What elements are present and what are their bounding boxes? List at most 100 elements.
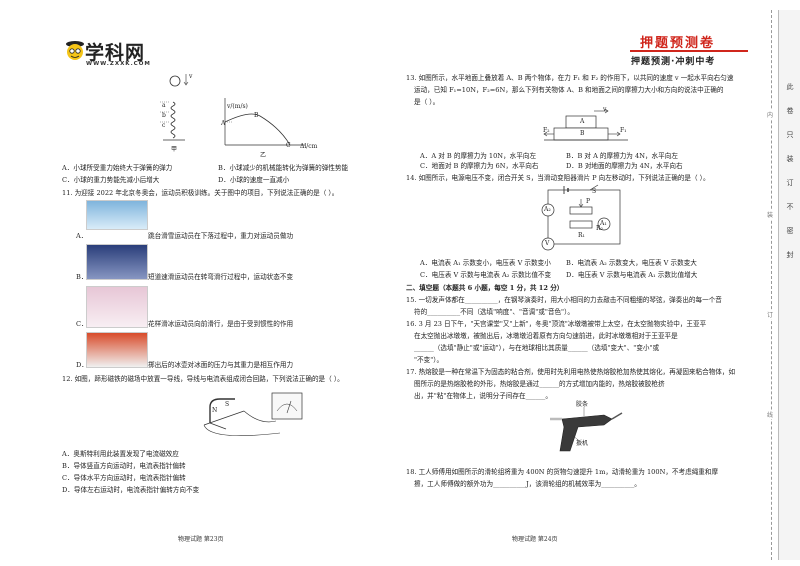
dash-char-nei: 内: [767, 110, 774, 119]
q15-line2: 符的__________不同（选填"响度"、"音调"或"音色"）。: [414, 308, 574, 316]
glue-gun-label-trigger: 扳机: [576, 440, 589, 447]
q10-option-d: D．小球的速度一直减小: [218, 176, 290, 184]
voltmeter-label: V: [545, 240, 550, 247]
magnet-north-label: N: [212, 407, 218, 414]
q14-option-c: C．电压表 V 示数与电流表 A₂ 示数比值不变: [420, 271, 552, 279]
seal-char-2: 卷: [786, 107, 794, 115]
q14-option-d: D．电压表 V 示数与电流表 A₁ 示数比值增大: [566, 271, 698, 279]
fig-label-a: a: [162, 102, 166, 109]
seal-char-3: 只: [786, 131, 794, 139]
seal-char-6: 不: [786, 203, 794, 211]
q16-line1: 16. 3 月 23 日下午，"天宫课堂"又"上新"，冬奥"顶流"冰墩墩被带上太…: [406, 320, 707, 328]
fig-label-C: C: [286, 142, 291, 149]
q11-option-b-letter: B．: [76, 273, 88, 281]
q13-v-label: v: [603, 106, 607, 113]
ammeter-a2-label: A₂: [544, 206, 551, 213]
q12-magnet-circuit-figure: [203, 392, 303, 436]
logo-text: 学科网: [85, 42, 146, 64]
q11-stem: 11. 为迎接 2022 年北京冬奥会，运动员积极训练。关于图中的项目，下列说法…: [62, 189, 339, 197]
q14-circuit-figure: [541, 184, 621, 251]
q11-option-b-text: 短道速滑运动员在转弯滑行过程中，运动状态不变: [148, 273, 294, 281]
fig-label-c: c: [162, 122, 166, 129]
q10-option-a: A．小球所受重力始终大于弹簧的弹力: [62, 164, 173, 172]
q16-line2: 在太空抛出冰墩墩，被抛出后，冰墩墩沿着原有方向匀速前进，此时冰墩墩相对于王亚平是: [414, 332, 678, 340]
q12-option-d: D．导体左右运动时，电流表指针偏转方向不变: [62, 486, 200, 494]
resistor-r2-label: R₂: [596, 225, 603, 232]
q13-f2-label: F₂: [543, 127, 550, 134]
q11-option-d-text: 掷出后的冰壶对冰面的压力与其重力是相互作用力: [148, 361, 294, 369]
q15-line1: 15. 一切发声体都在__________，在钢琴演奏时，用大小相同的力去敲击不…: [406, 296, 722, 304]
fig-label-jia: 甲: [171, 146, 178, 153]
stamp-subtitle: 押题预测·冲刺中考: [631, 57, 716, 67]
q10-option-c: C．小球的重力势能先减小后增大: [62, 176, 160, 184]
seal-char-4: 装: [786, 155, 794, 163]
q17-line3: 出，并"粘"在物体上，说明分子间存在______。: [414, 392, 552, 400]
q13-blocks-figure: [543, 108, 628, 141]
q17-line2: 图所示的是热熔胶枪的外形，热熔胶是通过______的方式增加内能的，热熔胶被胶枪…: [414, 380, 665, 388]
q12-option-b: B．导体竖直方向运动时，电流表指针偏转: [62, 462, 186, 470]
q13-option-d: D．B 对地面的摩擦力为 4N，水平向右: [566, 162, 683, 170]
seal-char-8: 封: [786, 251, 794, 259]
seal-sidebar: 此 卷 只 装 订 不 密 封: [778, 10, 800, 560]
q17-line1: 17. 热熔胶是一种在常温下为固态的粘合剂，使用时先利用电热使热熔胶枪加热使其熔…: [406, 368, 736, 376]
stamp-divider: [630, 50, 748, 52]
stamp-title: 押题预测卷: [640, 36, 716, 51]
fig-label-b: b: [162, 112, 166, 119]
resistor-r1-label: R₁: [578, 232, 585, 239]
fig-label-v: v: [189, 73, 193, 80]
q10-figure: [160, 74, 305, 146]
q11-option-a-text: 跳台滑雪运动员在下落过程中，重力对运动员做功: [148, 232, 294, 240]
q11-option-c-letter: C．: [76, 320, 88, 328]
fig-label-B: B: [254, 112, 259, 119]
speed-skating-photo: [86, 244, 148, 280]
logo-mascot-icon: [66, 41, 84, 60]
logo-url: WWW.ZXXK.COM: [86, 61, 151, 67]
left-column: a b c v 甲 v/(m/s) Δl/cm A B C 乙 A．小球所受重力…: [0, 0, 395, 566]
q12-stem: 12. 如图，蹄形磁铁的磁场中放置一导线，导线与电流表组成闭合回路，下列说法正确…: [62, 375, 344, 383]
q11-option-c-text: 花样滑冰运动员向前滑行，是由于受到惯性的作用: [148, 320, 294, 328]
q13-option-c: C．地面对 B 的摩擦力为 6N，水平向右: [420, 162, 539, 170]
q14-option-b: B．电流表 A₂ 示数变大，电压表 V 示数变大: [566, 259, 697, 267]
q18-line2: 擦，工人师傅做的额外功为__________J，该滑轮组的机械效率为______…: [414, 480, 641, 488]
section2-title: 二、填空题（本题共 6 小题，每空 1 分，共 12 分）: [406, 284, 564, 292]
switch-s-label: S: [592, 188, 597, 195]
dash-char-ding: 订: [767, 310, 774, 319]
fig-label-A: A: [221, 120, 226, 127]
glue-gun-figure: [550, 407, 623, 452]
q13-stem-line2: 运动，已知 F₁=10N，F₂=6N，那么下列有关物体 A、B 和地面之间的摩擦…: [414, 86, 724, 94]
curling-photo: [86, 332, 148, 368]
q18-line1: 18. 工人师傅用如图所示的滑轮组将重为 400N 的货物匀速提升 1m，动滑轮…: [406, 468, 719, 476]
fig-label-vaxis: v/(m/s): [227, 103, 248, 110]
seal-char-5: 订: [786, 179, 794, 187]
magnet-south-label: S: [225, 401, 230, 408]
left-footer: 物理试题 第23页: [178, 536, 224, 543]
q13-option-b: B．B 对 A 的摩擦力为 4N，水平向左: [566, 152, 678, 160]
right-column: 13. 如图所示，水平地面上叠放着 A、B 两个物体，在力 F₁ 和 F₂ 的作…: [400, 0, 772, 566]
q13-block-b-label: B: [580, 130, 585, 137]
binding-dash-line: [771, 10, 772, 560]
seal-char-1: 此: [786, 83, 794, 91]
q10-option-b: B．小球减少的机械能转化为弹簧的弹性势能: [218, 164, 349, 172]
q13-block-a-label: A: [580, 118, 585, 125]
ski-jump-photo: [86, 200, 148, 230]
q11-option-d-letter: D．: [76, 361, 88, 369]
q13-stem-line3: 是（ ）。: [414, 98, 440, 106]
dash-char-zhuang: 装: [767, 210, 774, 219]
q16-line4: "不变"）。: [414, 356, 444, 364]
fig-label-lcm: Δl/cm: [300, 143, 318, 150]
q13-f1-label: F₁: [620, 127, 627, 134]
glue-gun-label-stick: 胶条: [576, 401, 589, 408]
figure-skating-photo: [86, 286, 148, 328]
q16-line3: ______（选填"静止"或"运动"），与在地球相比其质量______（选填"变…: [414, 344, 660, 352]
q14-option-a: A．电流表 A₁ 示数变小，电压表 V 示数变小: [420, 259, 551, 267]
q11-option-a-letter: A．: [76, 232, 88, 240]
fig-label-yi: 乙: [260, 152, 267, 159]
seal-char-7: 密: [786, 227, 794, 235]
q12-option-c: C．导体水平方向运动时，电流表指针偏转: [62, 474, 186, 482]
q12-option-a: A．奥斯特利用此装置发现了电流磁效应: [62, 450, 179, 458]
q14-stem: 14. 如图所示，电源电压不变，闭合开关 S，当滑动变阻器滑片 P 向左移动时，…: [406, 174, 710, 182]
q13-stem-line1: 13. 如图所示，水平地面上叠放着 A、B 两个物体，在力 F₁ 和 F₂ 的作…: [406, 74, 734, 82]
slider-p-label: P: [586, 198, 591, 205]
right-footer: 物理试题 第24页: [512, 536, 558, 543]
